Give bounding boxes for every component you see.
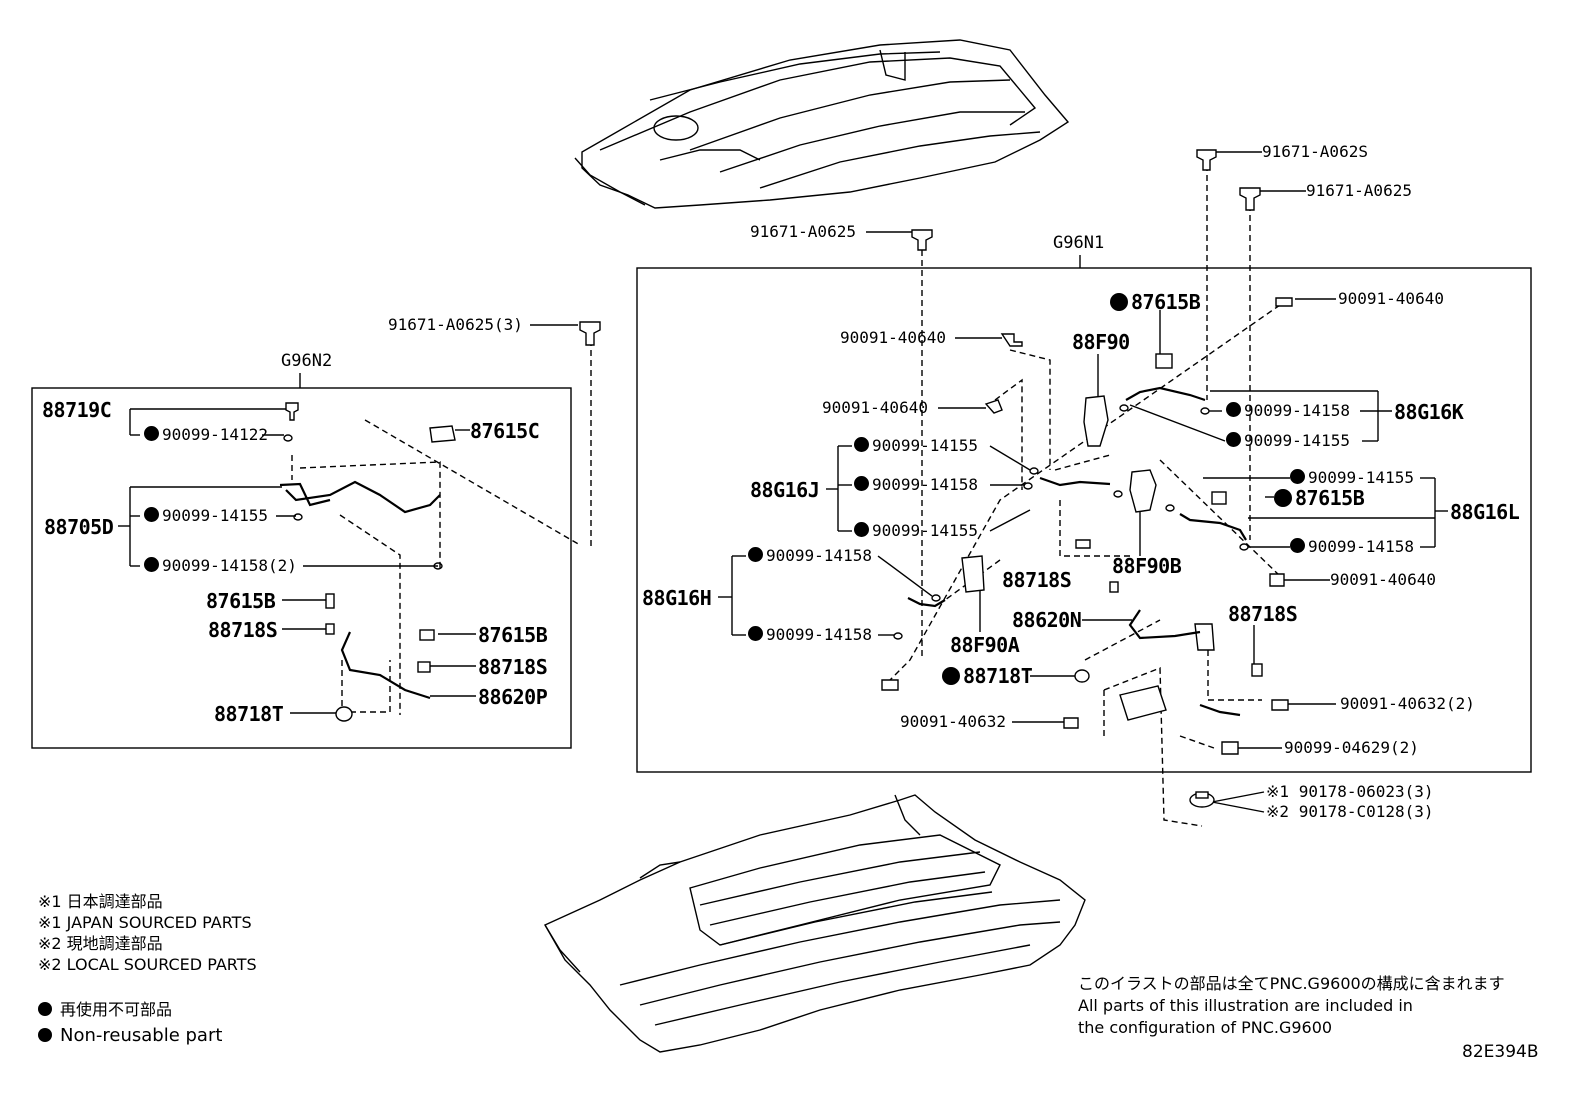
label-90178-c0128-3[interactable]: ※2 90178-C0128(3) (1266, 802, 1434, 821)
group-code-g96n2[interactable]: G96N2 (281, 351, 333, 371)
diagram-id: 82E394B (1462, 1042, 1539, 1062)
label-90099-14158-h2[interactable]: 90099-14158 (748, 626, 872, 644)
label-90099-14158-l[interactable]: 90099-14158 (1290, 538, 1414, 556)
label-88719c[interactable]: 88719C (42, 398, 112, 422)
label-90091-40632[interactable]: 90091-40632 (900, 712, 1006, 731)
rings (283, 404, 1249, 640)
legend-line-4: ※2 LOCAL SOURCED PARTS (38, 955, 257, 974)
label-88620n[interactable]: 88620N (1012, 608, 1082, 632)
non-reusable-mark (1110, 293, 1128, 311)
group-code-g96n1[interactable]: G96N1 (1053, 233, 1105, 253)
label-90099-14158-h1[interactable]: 90099-14158 (748, 547, 872, 565)
dashed-guides (291, 165, 1281, 827)
non-reusable-mark (748, 547, 763, 562)
label-90099-14155-left[interactable]: 90099-14155 (144, 507, 268, 525)
non-reusable-mark (1290, 469, 1305, 484)
non-reusable-mark (144, 557, 159, 572)
label-90099-14155-j1[interactable]: 90099-14155 (854, 437, 978, 455)
label-88718t-right[interactable]: 88718T (942, 665, 1033, 687)
label-88718s-left-b[interactable]: 88718S (478, 655, 548, 679)
label-88718t-left[interactable]: 88718T (214, 702, 284, 726)
legend-nonreusable-jp: 再使用不可部品 (38, 1000, 172, 1020)
label-87615b-top[interactable]: 87615B (1110, 291, 1201, 313)
wire-harnesses (279, 386, 1247, 717)
non-reusable-mark (854, 437, 869, 452)
label-90099-14155-j2[interactable]: 90099-14155 (854, 522, 978, 540)
label-90099-14158-k[interactable]: 90099-14158 (1226, 402, 1350, 420)
label-90099-14158-2[interactable]: 90099-14158(2) (144, 557, 297, 575)
label-90091-40640-c[interactable]: 90091-40640 (822, 398, 928, 417)
leaders (118, 151, 1448, 813)
non-reusable-mark (1290, 538, 1305, 553)
non-reusable-mark (1226, 402, 1241, 417)
non-reusable-mark (144, 507, 159, 522)
non-reusable-mark (942, 667, 960, 685)
battery-frame-illustration (544, 794, 1086, 1053)
label-88718s-right[interactable]: 88718S (1228, 602, 1298, 626)
label-91671-a0625-top[interactable]: 91671-A0625 (750, 222, 856, 241)
label-90178-06023-3[interactable]: ※1 90178-06023(3) (1266, 782, 1434, 801)
group-box-g96n2 (31, 387, 572, 749)
label-88620p[interactable]: 88620P (478, 685, 548, 709)
label-90099-14122[interactable]: 90099-14122 (144, 426, 268, 444)
label-91671-a062s[interactable]: 91671-A062S (1262, 142, 1368, 161)
non-reusable-mark (38, 1002, 52, 1016)
label-88g16h[interactable]: 88G16H (642, 586, 712, 610)
non-reusable-mark (144, 426, 159, 441)
label-90099-04629-2[interactable]: 90099-04629(2) (1284, 738, 1419, 757)
non-reusable-mark (854, 522, 869, 537)
legend-line-1: ※1 日本調達部品 (38, 892, 163, 911)
label-87615b-left-a[interactable]: 87615B (206, 589, 276, 613)
label-90099-14158-j[interactable]: 90099-14158 (854, 476, 978, 494)
label-90099-14155-l[interactable]: 90099-14155 (1290, 469, 1414, 487)
label-90091-40640-d[interactable]: 90091-40640 (1330, 570, 1436, 589)
label-88718s-mid[interactable]: 88718S (1002, 568, 1072, 592)
label-90091-40640-a[interactable]: 90091-40640 (1338, 289, 1444, 308)
label-87615b-left-b[interactable]: 87615B (478, 623, 548, 647)
label-88g16k[interactable]: 88G16K (1394, 400, 1464, 424)
label-91671-a0625-3[interactable]: 91671-A0625(3) (388, 315, 523, 334)
non-reusable-mark (38, 1028, 52, 1042)
non-reusable-mark (1274, 489, 1292, 507)
footnote-jp: このイラストの部品は全てPNC.G9600の構成に含まれます (1078, 974, 1505, 993)
footnote-en-2: the configuration of PNC.G9600 (1078, 1018, 1333, 1037)
small-parts (285, 149, 1293, 808)
label-88f90[interactable]: 88F90 (1072, 330, 1130, 354)
bolt-shape (285, 149, 1293, 808)
non-reusable-mark (748, 626, 763, 641)
group-box-g96n1 (636, 267, 1532, 773)
legend-nonreusable-en: Non-reusable part (38, 1026, 222, 1046)
battery-cover-illustration (574, 39, 1070, 209)
label-87615c[interactable]: 87615C (470, 419, 540, 443)
legend-line-2: ※1 JAPAN SOURCED PARTS (38, 913, 252, 932)
label-90091-40640-b[interactable]: 90091-40640 (840, 328, 946, 347)
non-reusable-mark (854, 476, 869, 491)
label-88f90a[interactable]: 88F90A (950, 633, 1020, 657)
label-87615b-mid[interactable]: 87615B (1274, 487, 1365, 509)
label-88g16j[interactable]: 88G16J (750, 478, 820, 502)
label-90091-40632-2[interactable]: 90091-40632(2) (1340, 694, 1475, 713)
non-reusable-mark (1226, 432, 1241, 447)
label-88705d[interactable]: 88705D (44, 515, 114, 539)
label-90099-14155-k[interactable]: 90099-14155 (1226, 432, 1350, 450)
label-88718s-left-a[interactable]: 88718S (208, 618, 278, 642)
legend-line-3: ※2 現地調達部品 (38, 934, 163, 953)
label-88g16l[interactable]: 88G16L (1450, 500, 1520, 524)
label-91671-a0625-right[interactable]: 91671-A0625 (1306, 181, 1412, 200)
label-88f90b[interactable]: 88F90B (1112, 554, 1182, 578)
footnote-en-1: All parts of this illustration are inclu… (1078, 996, 1413, 1015)
